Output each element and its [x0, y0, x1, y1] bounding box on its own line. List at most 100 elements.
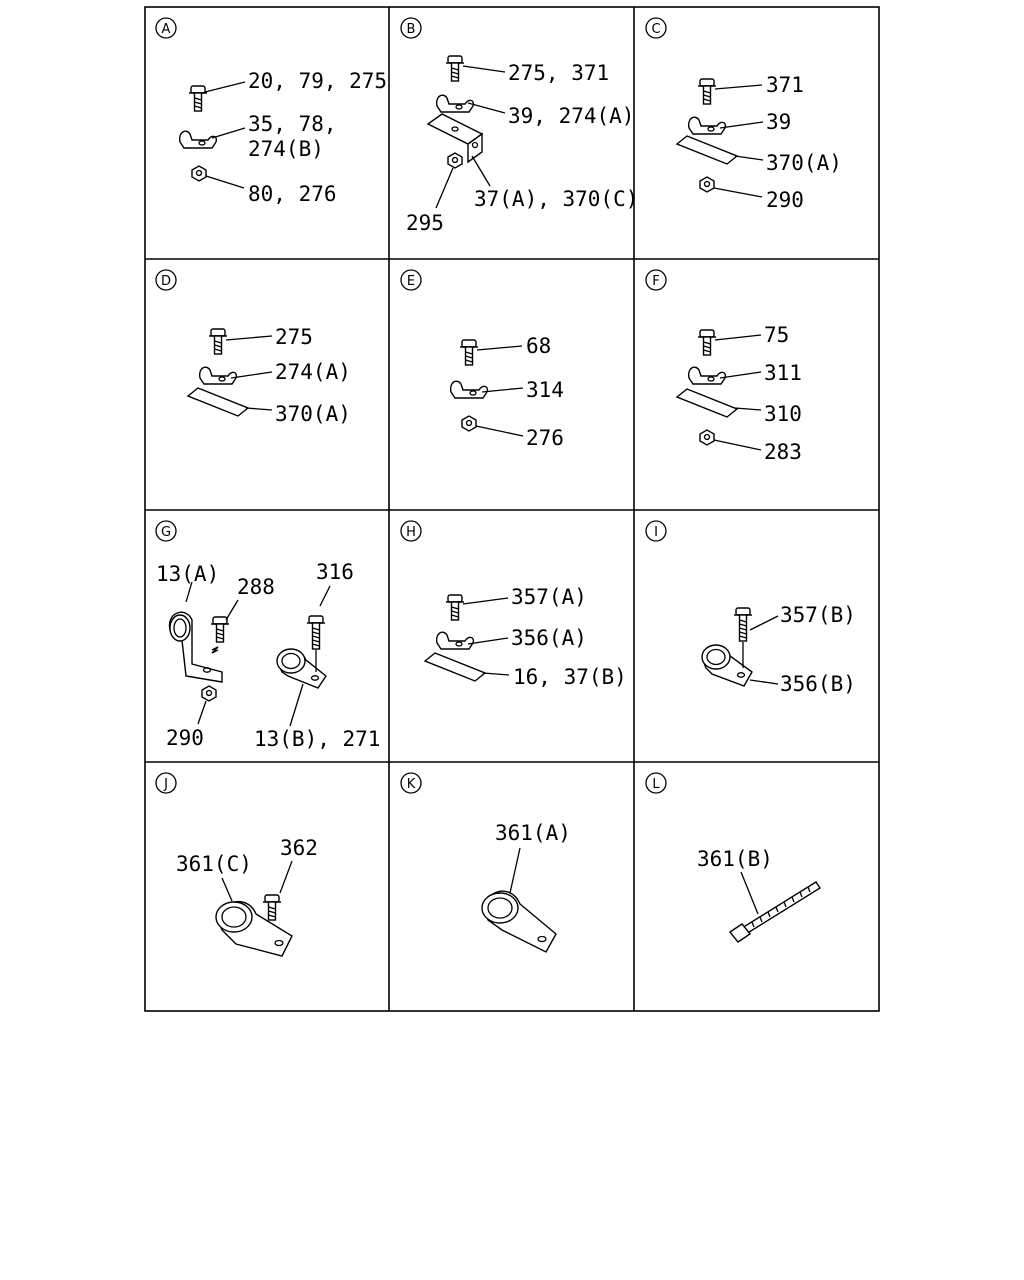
bolt-icon: [262, 894, 282, 921]
bolt-icon: [208, 328, 228, 355]
label-c-nut: 290: [766, 188, 804, 212]
plate-icon: [676, 388, 738, 418]
panel-g-letter: G: [161, 525, 171, 540]
label-e-clip: 314: [526, 378, 564, 402]
label-e-bolt: 68: [526, 334, 551, 358]
clamp-icon: [481, 890, 557, 953]
panel-j-marker: J: [155, 772, 177, 794]
panel-c-marker: C: [645, 17, 667, 39]
label-l-tie: 361(B): [697, 847, 773, 871]
panel-g-marker: G: [155, 520, 177, 542]
label-g-clamp-b: 13(B), 271: [254, 727, 380, 751]
panel-h-letter: H: [406, 525, 416, 540]
panel-f-letter: F: [652, 274, 659, 289]
label-b-clip: 39, 274(A): [508, 104, 634, 128]
plate-icon: [424, 652, 486, 682]
panel-f: F 75 311 310 283: [645, 269, 802, 464]
clip-icon: [178, 130, 218, 149]
label-j-bolt: 362: [280, 836, 318, 860]
bolt-icon: [210, 616, 230, 643]
cable-tie-icon: [728, 881, 821, 943]
panel-e-letter: E: [407, 274, 415, 289]
panel-k-letter: K: [407, 777, 416, 792]
plate-icon: [187, 387, 249, 417]
label-d-clip: 274(A): [275, 360, 351, 384]
bolt-icon: [188, 85, 208, 112]
panel-b: B 275, 371 39, 274(A) 295 37(A), 370(C): [400, 17, 638, 235]
clamp-icon: [215, 901, 293, 957]
label-b-bracket: 37(A), 370(C): [474, 187, 638, 211]
panel-e: E 68 314 276: [400, 269, 564, 450]
clip-icon: [435, 631, 475, 650]
label-f-nut: 283: [764, 440, 802, 464]
label-c-bolt: 371: [766, 73, 804, 97]
label-g-nut: 290: [166, 726, 204, 750]
label-i-clamp: 356(B): [780, 672, 856, 696]
label-b-bolt: 275, 371: [508, 61, 609, 85]
label-c-clip: 39: [766, 110, 791, 134]
nut-icon: [201, 685, 217, 702]
label-f-bolt: 75: [764, 323, 789, 347]
panel-d-marker: D: [155, 269, 177, 291]
panel-f-marker: F: [645, 269, 667, 291]
label-h-plate: 16, 37(B): [513, 665, 627, 689]
label-i-bolt: 357(B): [780, 603, 856, 627]
panel-e-marker: E: [400, 269, 422, 291]
bolt-icon: [697, 78, 717, 105]
clip-icon: [198, 366, 238, 385]
nut-icon: [191, 165, 207, 182]
clamp-icon: [701, 644, 753, 687]
label-g-bolt-b: 316: [316, 560, 354, 584]
label-e-nut: 276: [526, 426, 564, 450]
panel-i-marker: I: [645, 520, 667, 542]
label-a-bolt: 20, 79, 275: [248, 69, 387, 93]
bolt-icon: [445, 55, 465, 82]
label-f-plate: 310: [764, 402, 802, 426]
clamp-a-icon: [168, 611, 223, 683]
nut-icon: [461, 415, 477, 432]
panel-g: G 13(A) 288 316 290 13(B), 271: [155, 520, 380, 751]
panel-i: I 357(B) 356(B): [645, 520, 856, 696]
clip-icon: [449, 380, 489, 399]
label-a-clip-line2: 274(B): [248, 137, 324, 161]
label-k-clamp: 361(A): [495, 821, 571, 845]
label-h-bolt: 357(A): [511, 585, 587, 609]
panel-i-letter: I: [654, 525, 658, 540]
panel-k: K 361(A): [400, 772, 571, 953]
nut-icon: [447, 152, 463, 169]
panel-l-letter: L: [652, 777, 660, 792]
clamp-b-icon: [276, 648, 327, 689]
label-g-clamp-a: 13(A): [156, 562, 219, 586]
label-h-clip: 356(A): [511, 626, 587, 650]
panel-h-marker: H: [400, 520, 422, 542]
clip-icon: [687, 366, 727, 385]
panel-a: A 20, 79, 275 35, 78, 274(B) 80, 276: [155, 17, 387, 206]
panel-c: C 371 39 370(A) 290: [645, 17, 842, 212]
grid: [144, 6, 880, 1012]
label-b-nut: 295: [406, 211, 444, 235]
bracket-icon: [426, 113, 484, 164]
nut-icon: [699, 176, 715, 193]
panel-a-marker: A: [155, 17, 177, 39]
bolt-icon: [697, 329, 717, 356]
label-c-plate: 370(A): [766, 151, 842, 175]
panel-h: H 357(A) 356(A) 16, 37(B): [400, 520, 627, 689]
label-a-nut: 80, 276: [248, 182, 337, 206]
nut-icon: [699, 429, 715, 446]
panel-j-letter: J: [163, 777, 168, 792]
panel-d: D 275 274(A) 370(A): [155, 269, 351, 426]
clip-icon: [687, 116, 727, 135]
label-d-plate: 370(A): [275, 402, 351, 426]
panel-b-marker: B: [400, 17, 422, 39]
panel-a-letter: A: [162, 22, 171, 37]
panel-c-letter: C: [651, 22, 660, 37]
label-f-clip: 311: [764, 361, 802, 385]
panel-b-letter: B: [407, 22, 416, 37]
label-d-bolt: 275: [275, 325, 313, 349]
panel-l: L 361(B): [645, 772, 821, 943]
panel-d-letter: D: [161, 274, 171, 289]
bolt-icon: [445, 594, 465, 621]
bolt-icon: [459, 339, 479, 366]
bolt-icon: [733, 607, 753, 642]
